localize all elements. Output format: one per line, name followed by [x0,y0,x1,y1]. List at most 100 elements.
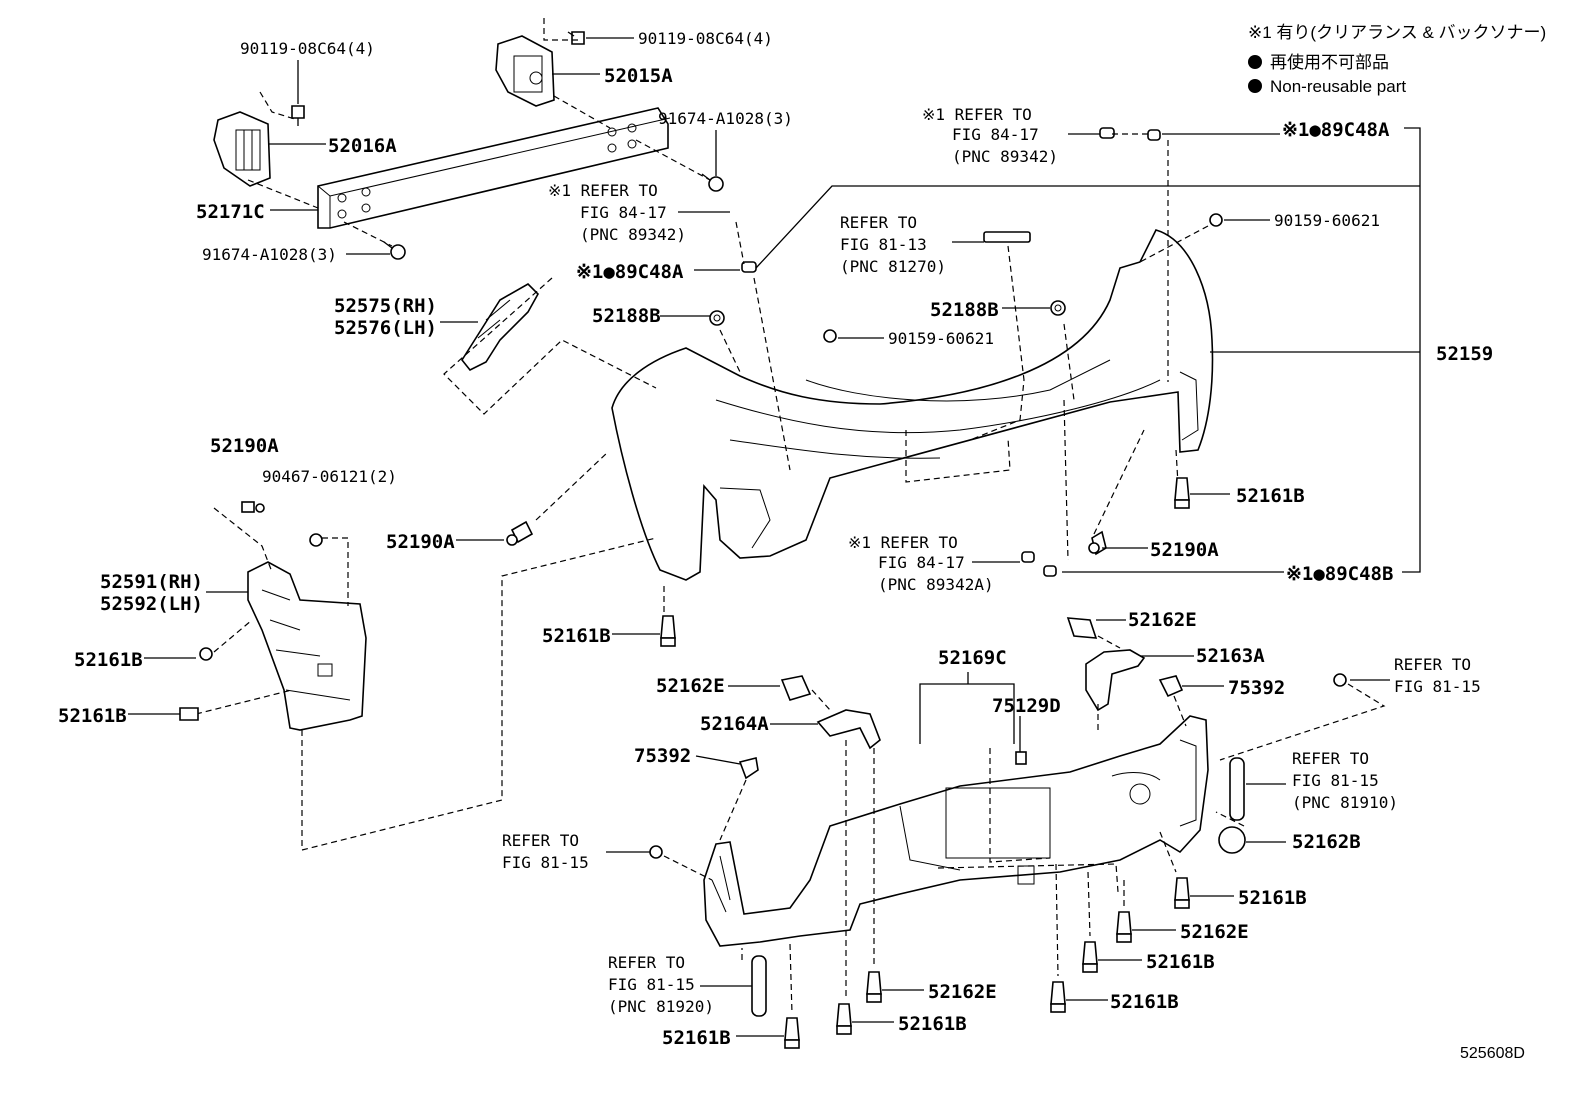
label-ref5-b: FIG 81-15 [1394,677,1481,696]
bumper-bracket-52015A [495,35,555,107]
label-52592: 52592(LH) [100,593,203,615]
label-ref3-c: (PNC 81270) [840,257,946,276]
part-labels: 90119-08C64(4) 90119-08C64(4) 52015A 520… [58,29,1525,1062]
label-52190A-left: 52190A [386,531,455,553]
label-91674-right: 91674-A1028(3) [658,109,793,128]
non-reusable-dot-icon [1248,55,1262,69]
label-90467: 90467-06121(2) [262,467,397,486]
rear-bumper-cover-52159 [611,229,1214,581]
label-52169C: 52169C [938,647,1007,669]
label-ref4-a: ※1 REFER TO [848,533,958,552]
label-52161B-r1: 52161B [1236,485,1305,507]
clip-icon [1066,617,1098,639]
label-52591: 52591(RH) [100,571,203,593]
label-ref6-b: FIG 81-15 [1292,771,1379,790]
bolt-icon [567,31,585,45]
screw-icon [1209,213,1223,227]
label-52016A: 52016A [328,135,397,157]
sensor-holder-icon [1021,551,1057,577]
label-ref3-b: FIG 81-13 [840,235,927,254]
label-ref6-c: (PNC 81910) [1292,793,1398,812]
label-ref2-b: FIG 84-17 [952,125,1039,144]
label-52171C: 52171C [196,201,265,223]
screw-icon [649,845,663,859]
label-89C48B: ※1●89C48B [1286,563,1393,585]
sensor-holder-icon [1099,127,1161,141]
sensor-75129D [1015,751,1027,765]
label-52163A: 52163A [1196,645,1265,667]
label-52162E-top: 52162E [1128,609,1197,631]
legend-non-reusable-jp: 再使用不可部品 [1270,52,1389,72]
label-ref6-a: REFER TO [1292,749,1369,768]
label-52190A-top: 52190A [210,435,279,457]
legend-note-1: ※1 有り(クリアランス & バックソナー) [1248,23,1546,42]
label-ref7-a: REFER TO [502,831,579,850]
push-rivet-icon-group [179,477,1190,1049]
bumper-side-spacer-52591 [247,561,367,731]
label-52015A: 52015A [604,65,673,87]
label-52576: 52576(LH) [334,317,437,339]
legend-non-reusable-en: Non-reusable part [1270,77,1406,96]
clip-icon [709,310,725,326]
reflector-right [1229,757,1245,821]
label-52190A-right: 52190A [1150,539,1219,561]
label-ref7-b: FIG 81-15 [502,853,589,872]
label-89C48A-left: ※1●89C48A [576,261,684,283]
legend: ※1 有り(クリアランス & バックソナー) 再使用不可部品 Non-reusa… [1248,23,1546,96]
label-90119-right: 90119-08C64(4) [638,29,773,48]
bracket-52164A [816,709,881,750]
label-ref1-c: (PNC 89342) [580,225,686,244]
clip-icon [1050,300,1066,316]
diagram-code: 525608D [1460,1045,1525,1062]
clip-icon [780,675,812,701]
cap-75392-left [738,757,759,780]
label-52159: 52159 [1436,343,1493,365]
rear-bumper-lower-cover-52169C [703,715,1209,947]
label-52161B-b2: 52161B [1146,951,1215,973]
label-89C48A-right: ※1●89C48A [1282,119,1390,141]
label-ref8-b: FIG 81-15 [608,975,695,994]
label-ref2-c: (PNC 89342) [952,147,1058,166]
bolt-icon [383,241,406,260]
label-ref4-b: FIG 84-17 [878,553,965,572]
push-rivet-icon [1088,530,1107,556]
sensor-holder-icon [741,261,757,273]
label-75392-left: 75392 [634,745,691,767]
nut-icon [309,533,323,547]
label-52161B-b3: 52161B [1110,991,1179,1013]
label-52164A: 52164A [700,713,769,735]
label-52161B-mid: 52161B [542,625,611,647]
label-52188B-right: 52188B [930,299,999,321]
label-52162E-b1: 52162E [1180,921,1249,943]
label-52188B-left: 52188B [592,305,661,327]
label-91674-left: 91674-A1028(3) [202,245,337,264]
non-reusable-dot-icon [1248,79,1262,93]
label-75392-right: 75392 [1228,677,1285,699]
cap-52162B [1218,826,1246,854]
screw-icon [823,329,837,343]
bumper-bracket-52016A [213,111,271,187]
connector-icon [983,231,1031,243]
label-52162E-b2: 52162E [928,981,997,1003]
bolt-icon [701,173,724,192]
label-52161B-l1: 52161B [74,649,143,671]
label-ref5-a: REFER TO [1394,655,1471,674]
reflector-left [751,955,767,1017]
label-90159-mid: 90159-60621 [888,329,994,348]
screw-icon [1333,673,1347,687]
label-ref3-a: REFER TO [840,213,917,232]
label-52161B-b5: 52161B [662,1027,731,1049]
label-ref8-c: (PNC 81920) [608,997,714,1016]
bolt-icon-group [291,31,724,260]
bolt-icon [291,105,305,126]
label-90119-left: 90119-08C64(4) [240,39,375,58]
label-52162E-left: 52162E [656,675,725,697]
rear-bumper-reinforcement [317,107,671,229]
label-90159-right: 90159-60621 [1274,211,1380,230]
cap-75392-right [1158,675,1184,698]
label-52161B-b4: 52161B [898,1013,967,1035]
label-ref1-a: ※1 REFER TO [548,181,658,200]
label-52575: 52575(RH) [334,295,437,317]
label-52161B-b1: 52161B [1238,887,1307,909]
